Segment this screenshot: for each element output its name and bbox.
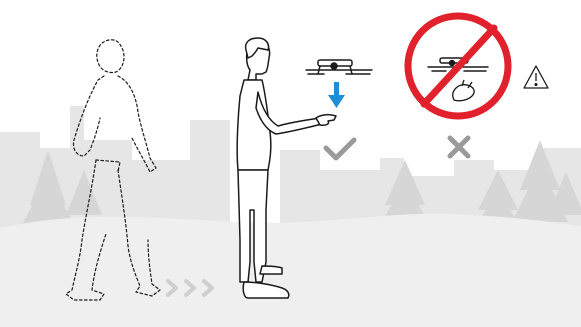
open-hand <box>316 115 336 126</box>
drone-correct <box>306 60 372 74</box>
person-shoe-back <box>260 266 282 274</box>
warning-triangle-icon <box>524 66 548 88</box>
checkmark-icon <box>326 140 354 158</box>
landing-arrow-icon <box>328 82 345 108</box>
cross-icon <box>450 138 468 156</box>
prohibited-sign-icon <box>408 16 508 116</box>
background-landscape <box>0 106 581 327</box>
ground-hill <box>0 214 581 327</box>
